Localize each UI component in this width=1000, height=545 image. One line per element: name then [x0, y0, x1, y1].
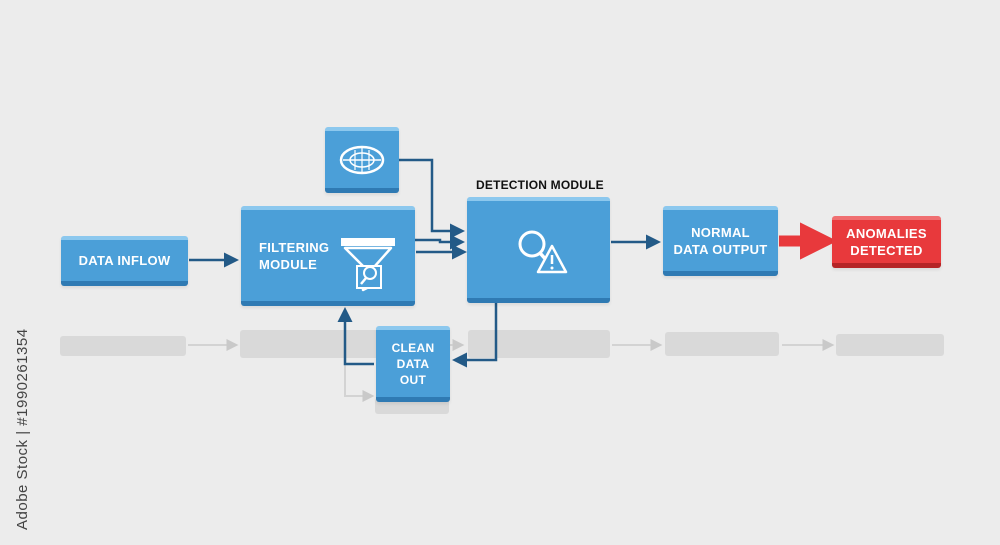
anomalies-line1: ANOMALIES: [846, 225, 927, 241]
stock-watermark: Adobe Stock | #1990261354: [14, 328, 31, 530]
detection-module-title: DETECTION MODULE: [476, 178, 604, 192]
clean-line2: DATA: [396, 356, 430, 371]
arrow-sensor-to-detection: [399, 158, 465, 239]
arrow-filter-to-detection-lower: [412, 234, 465, 250]
clean-data-out-box: CLEAN DATA OUT: [376, 326, 450, 402]
filtering-module-box: FILTERING MODULE: [241, 206, 415, 306]
magnifier-warning-icon: [518, 230, 567, 273]
filtering-label-line2: MODULE: [259, 256, 318, 272]
clean-line3: OUT: [399, 372, 427, 387]
sensor-eye-icon: [339, 145, 385, 174]
normal-output-line2: DATA OUTPUT: [673, 241, 768, 257]
anomalies-detected-box: ANOMALIES DETECTED: [832, 216, 941, 268]
clean-data-label: CLEAN DATA OUT: [392, 340, 435, 388]
shadow-bar: [665, 332, 779, 356]
sensor-box: [325, 127, 399, 193]
shadow-bar: [468, 330, 610, 358]
funnel-icon: [341, 238, 395, 292]
shadow-bar: [836, 334, 944, 356]
filtering-module-label: FILTERING MODULE: [259, 239, 329, 273]
shadow-bar: [375, 398, 449, 414]
data-inflow-label: DATA INFLOW: [78, 253, 171, 268]
arrow-detection-to-clean: [452, 303, 498, 368]
shadow-bar: [60, 336, 186, 356]
normal-data-output-box: NORMAL DATA OUTPUT: [663, 206, 778, 276]
filtering-label-line1: FILTERING: [259, 239, 330, 255]
anomalies-label: ANOMALIES DETECTED: [846, 225, 927, 259]
anomalies-line2: DETECTED: [850, 242, 923, 258]
detection-module-box: [467, 197, 610, 303]
normal-output-line1: NORMAL: [691, 224, 750, 240]
clean-line1: CLEAN: [391, 340, 435, 355]
data-inflow-box: DATA INFLOW: [61, 236, 188, 286]
arrow-clean-to-filter: [337, 307, 374, 366]
normal-output-label: NORMAL DATA OUTPUT: [673, 224, 767, 258]
